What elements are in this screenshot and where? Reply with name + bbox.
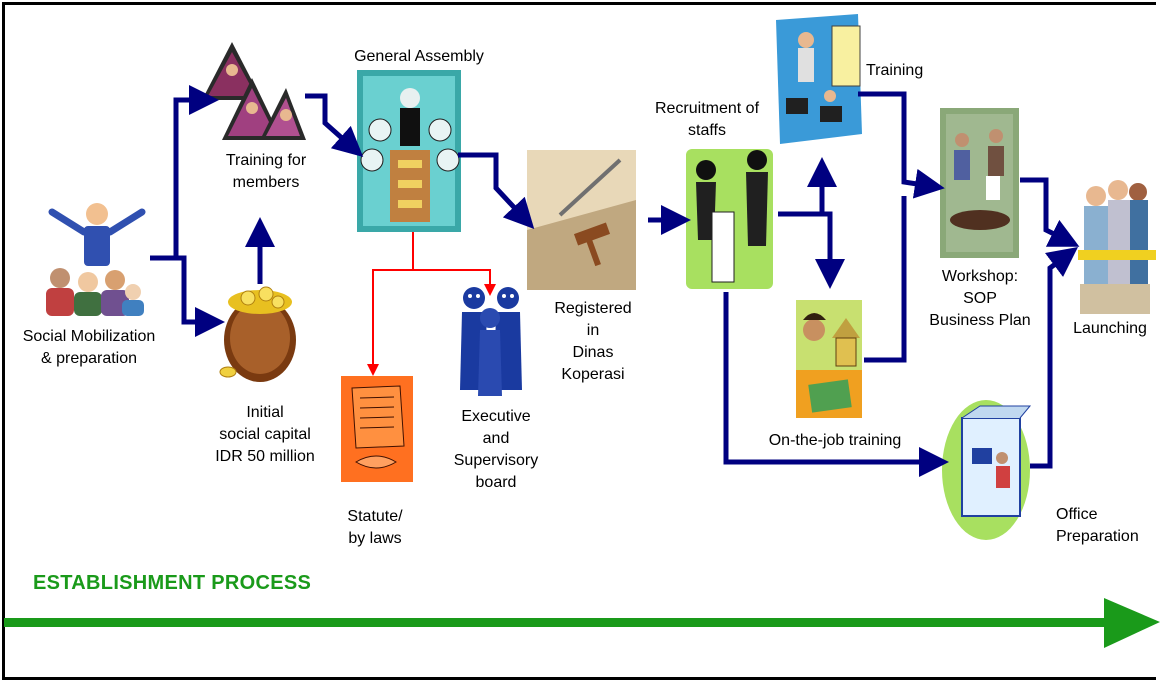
label-workshop: Workshop: SOP Business Plan (929, 268, 1031, 329)
coin-pot-icon (219, 286, 296, 382)
arrow-training-to-workshop (858, 91, 945, 199)
assembly-icon (357, 70, 461, 232)
constitution-gavel-icon (527, 150, 636, 290)
arrow-office-to-launch (1030, 247, 1078, 469)
arrow-to-general-assembly (305, 93, 364, 157)
arrow-to-training (778, 157, 837, 217)
label-executive-board: Executive and Supervisory board (453, 408, 539, 491)
label-initial-capital: Initial social capital IDR 50 million (215, 404, 315, 465)
classroom-icon (202, 42, 306, 140)
arrow-to-on-job-training (815, 211, 845, 289)
arrow-to-training-members (150, 85, 219, 261)
speaker-crowd-icon (46, 203, 146, 316)
label-launching: Launching (1073, 320, 1147, 337)
office-desk-icon (942, 400, 1032, 540)
branch-arrows (367, 232, 496, 376)
people-group-icon (460, 287, 522, 396)
process-title: ESTABLISHMENT PROCESS (33, 572, 312, 590)
arrow-to-executive (413, 269, 496, 296)
arrow-to-office (723, 292, 949, 477)
interview-icon (686, 149, 773, 289)
ribbon-cutting-icon (1078, 180, 1156, 314)
meeting-icon (940, 108, 1019, 258)
label-social-mobilization: Social Mobilization & preparation (22, 328, 156, 367)
label-statute: Statute/ by laws (347, 508, 403, 547)
arrow-to-statute (367, 232, 414, 376)
arrow-to-registered (458, 152, 535, 229)
label-training-members: Training for members (225, 152, 307, 191)
label-general-assembly: General Assembly (354, 48, 484, 65)
label-on-job-training: On-the-job training (768, 432, 902, 449)
arrow-to-initial-capital (176, 255, 225, 337)
arrow-ojt-to-workshop (864, 196, 907, 363)
label-registered: Registered in Dinas Koperasi (554, 300, 632, 383)
label-recruitment: Recruitment of staffs (654, 100, 760, 139)
timeline-arrow (4, 598, 1160, 648)
label-office-preparation: Office Preparation (1056, 506, 1139, 545)
worker-building-icon (796, 300, 862, 418)
arrow-workshop-to-launch (1020, 177, 1080, 247)
presentation-icon (776, 14, 862, 144)
flow-arrows (150, 85, 1080, 477)
label-training: Training (866, 62, 924, 79)
document-handshake-icon (341, 376, 413, 482)
